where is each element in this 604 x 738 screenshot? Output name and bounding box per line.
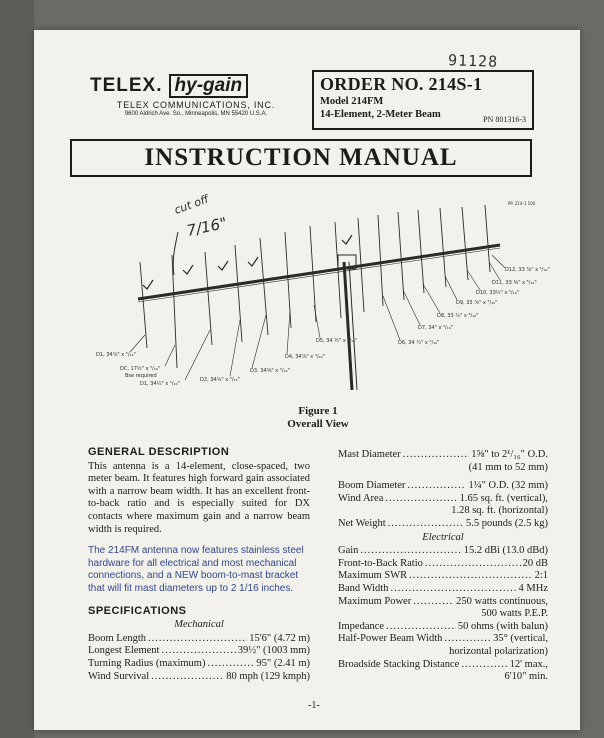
label-d12: D11, 33 ⅜" x ⁵/₁₆" <box>492 280 537 286</box>
element-d8 <box>357 217 365 313</box>
handwritten-arrow-icon <box>172 231 179 276</box>
model-description: 14-Element, 2-Meter Beam <box>320 109 441 120</box>
handwritten-measure: 7/16" <box>185 214 228 240</box>
spec-row-halfpower: Half-Power Beam Width35° (vertical, <box>338 633 548 646</box>
antenna-diagram: cut off 7/16" PP. 214-1 100 D1, 34⅞" x ⁵… <box>96 192 550 391</box>
model-name: Model 214FM <box>320 96 384 107</box>
general-description-para1: This antenna is a 14-element, close-spac… <box>88 460 310 535</box>
electrical-subheading: Electrical <box>422 531 464 543</box>
label-d8: D7, 34" x ⁵/₁₆" <box>418 325 453 331</box>
spec-row: Gain15.2 dBi (13.0 dBd) <box>338 545 548 558</box>
hygain-logo: hy-gain <box>168 74 249 98</box>
element-d11 <box>417 209 425 294</box>
figure-caption: Figure 1 Overall View <box>278 405 358 431</box>
order-number: ORDER NO. 214S-1 <box>320 74 483 94</box>
manual-title: INSTRUCTION MANUAL <box>70 139 532 177</box>
spec-row: Front-to-Back Ratio20 dB <box>338 558 548 571</box>
element-d14 <box>484 204 491 273</box>
element-d1 <box>139 261 148 349</box>
spec-row-mast: Mast Diameter1⅝" to 2¹/₁₆" O.D. <box>338 449 548 462</box>
mechanical-subheading: Mechanical <box>174 619 224 631</box>
label-dc: DC, 17½" x ⁵/₁₆" <box>120 365 160 372</box>
spec-cont: (41 mm to 52 mm) <box>468 461 548 473</box>
check-mark-icon <box>142 279 154 290</box>
left-column: GENERAL DESCRIPTION This antenna is a 14… <box>88 446 310 683</box>
spec-cont: 1.28 sq. ft. (horizontal) <box>451 505 548 517</box>
spec-row-boom: Boom Diameter1¼" O.D. (32 mm) <box>338 480 548 493</box>
label-d6: D5, 34 ½" x ⁵/₁₆" <box>316 337 357 344</box>
right-column: Mast Diameter1⅝" to 2¹/₁₆" O.D. (41 mm t… <box>338 449 548 684</box>
figure-title: Overall View <box>287 418 349 430</box>
specifications-heading: SPECIFICATIONS <box>88 604 187 617</box>
spec-cont: 500 watts P.E.P. <box>481 608 548 620</box>
label-dc-note: Bse required <box>125 373 157 379</box>
element-d9 <box>377 214 384 307</box>
label-d11: D10, 33½" x ⁵/₁₆" <box>476 289 519 296</box>
check-mark-icon <box>341 234 353 245</box>
label-d10: D9, 33 ⅞" x ⁵/₁₆" <box>456 300 497 306</box>
manual-page <box>34 30 580 730</box>
spec-row: Longest Element39½" (1003 mm) <box>88 645 310 658</box>
element-d4 <box>259 237 269 336</box>
boom-line <box>137 243 501 301</box>
spec-row: Band Width4 MHz <box>338 583 548 596</box>
figure-ref: PP. 214-1 100 <box>508 201 536 206</box>
spec-row: Maximum SWR2:1 <box>338 570 548 583</box>
handwritten-cut-off: cut off <box>173 192 212 217</box>
figure-number: Figure 1 <box>298 405 338 417</box>
spec-row: Wind Survival80 mph (129 kmph) <box>88 671 310 684</box>
check-mark-icon <box>247 256 259 267</box>
element-d3 <box>234 244 243 343</box>
label-d2: D1, 34½" x ⁵/₁₆" <box>140 380 180 387</box>
spec-row-impedance: Impedance50 ohms (with balun) <box>338 621 548 634</box>
spec-row: Boom Length15'6" (4.72 m) <box>88 633 310 646</box>
label-d7: D6, 34 ¼" x ⁵/₁₆" <box>398 340 439 346</box>
label-d9: D8, 33 ¾" x ⁵/₁₆" <box>437 313 478 319</box>
element-d6 <box>309 225 317 323</box>
desk-background <box>0 0 34 738</box>
check-mark-icon <box>182 264 194 275</box>
label-d4: D3, 34⅜" x ⁵/₁₆" <box>250 368 290 374</box>
general-description-para2: The 214FM antenna now features stainless… <box>88 545 304 594</box>
telex-logo: TELEX. <box>90 75 163 96</box>
label-d3: D2, 34¾" x ⁵/₁₆" <box>200 377 240 383</box>
spec-row-weight: Net Weight5.5 pounds (2.5 kg) <box>338 518 548 531</box>
general-description-heading: GENERAL DESCRIPTION <box>88 446 230 458</box>
element-d12 <box>439 207 447 288</box>
spec-row: Turning Radius (maximum)95" (2.41 m) <box>88 658 310 671</box>
label-d1: D1, 34⅞" x ⁵/₁₆" <box>96 352 136 358</box>
label-d13: D12, 33 ⅞" x ⁵/₁₆" <box>505 267 550 273</box>
spec-cont: horizontal polarization) <box>449 645 548 657</box>
spec-row-stacking: Broadside Stacking Distance12' max., <box>338 659 548 672</box>
mast-line <box>342 261 354 391</box>
element-dc <box>171 254 178 369</box>
element-d13 <box>461 206 469 281</box>
order-box: ORDER NO. 214S-1 Model 214FM 14-Element,… <box>312 70 534 130</box>
spec-row-wind: Wind Area1.65 sq. ft. (vertical), <box>338 493 548 506</box>
brand-logo: TELEX. hy-gain TELEX COMMUNICATIONS, INC… <box>90 74 302 117</box>
page-number: -1- <box>308 700 320 711</box>
label-d5: D4, 34⅞" x ⁵/₁₆" <box>285 354 325 360</box>
element-d7 <box>334 221 342 319</box>
spec-row-power: Maximum Power250 watts continuous, <box>338 596 548 609</box>
company-name: TELEX COMMUNICATIONS, INC. <box>116 100 276 110</box>
mast-bracket <box>337 254 357 270</box>
company-address: 9600 Aldrich Ave. So., Minneapolis, MN 5… <box>124 111 268 117</box>
check-mark-icon <box>217 260 229 271</box>
spec-cont: 6'10" min. <box>504 671 548 683</box>
element-d10 <box>397 211 405 301</box>
part-number: PN 801316-3 <box>483 115 526 124</box>
element-d2 <box>204 251 213 346</box>
